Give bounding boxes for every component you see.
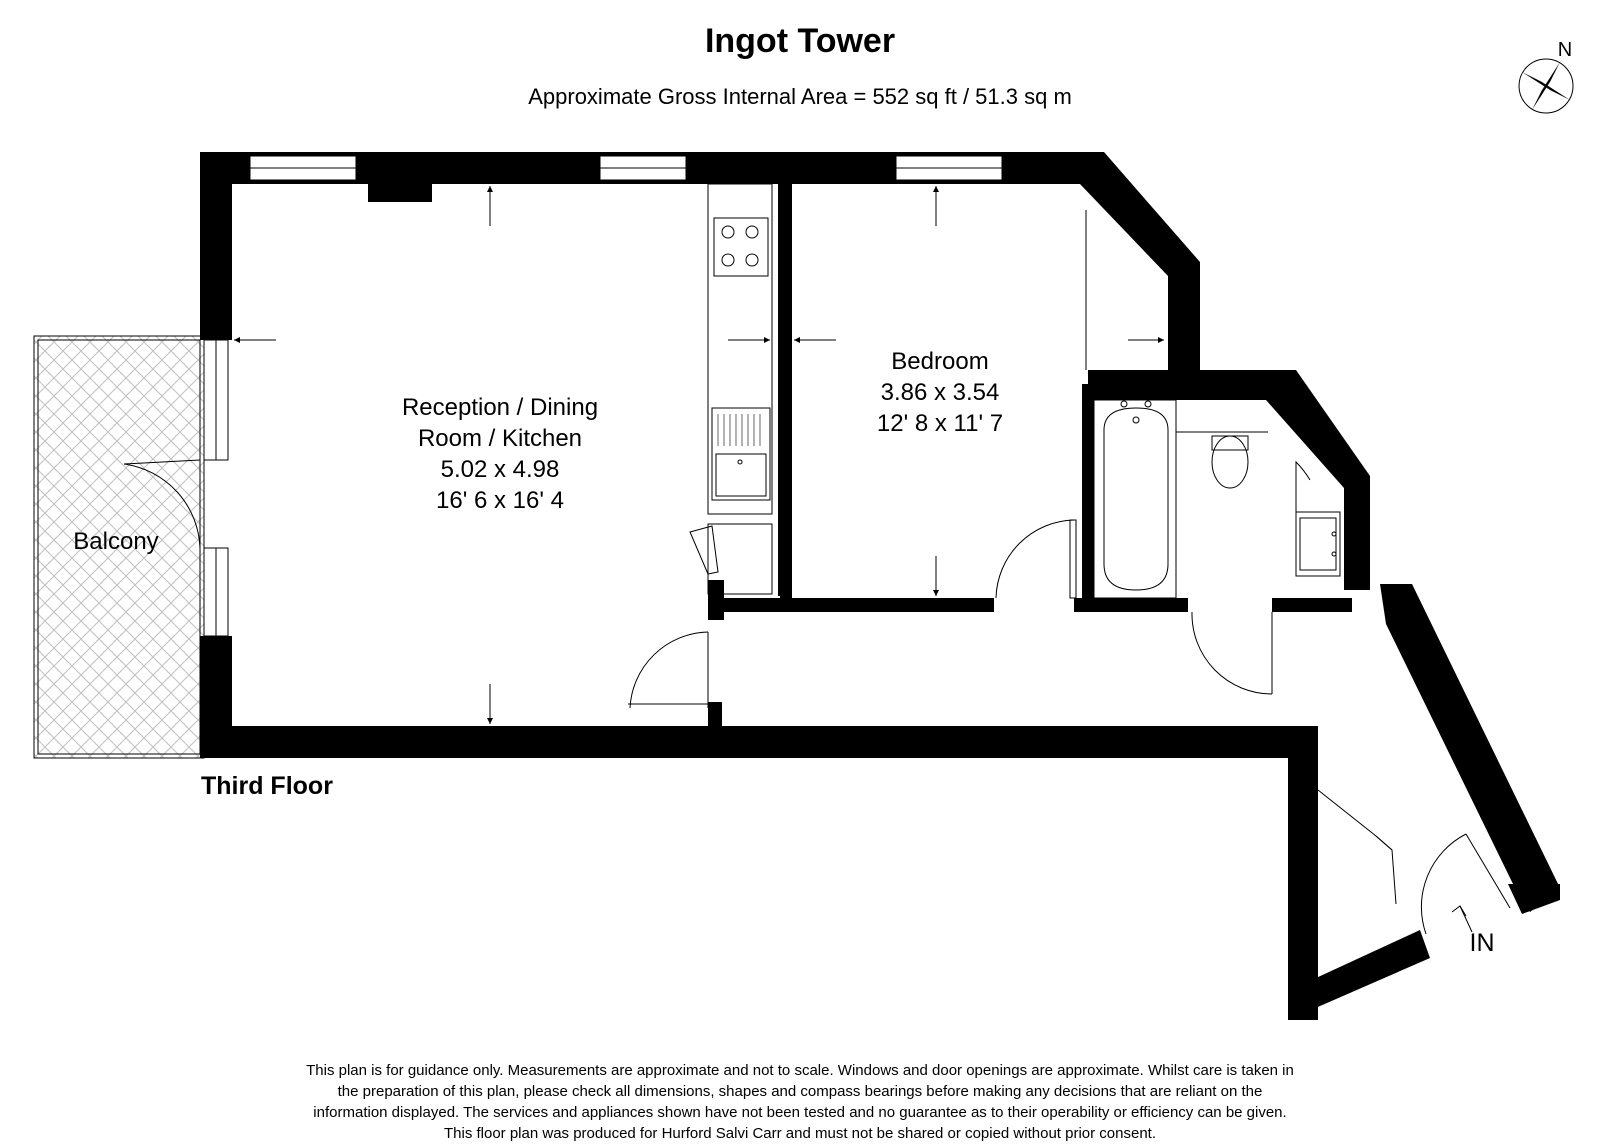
- disclaimer-line-3: information displayed. The services and …: [313, 1104, 1287, 1121]
- kitchen-units: [689, 183, 773, 595]
- plan-title: Ingot Tower: [704, 22, 896, 60]
- entrance-arrow-icon: [1451, 905, 1473, 933]
- disclaimer-line-2: the preparation of this plan, please che…: [337, 1083, 1263, 1100]
- reception-imperial: 16' 6 x 16' 4: [436, 487, 564, 514]
- area-subtitle: Approximate Gross Internal Area = 552 sq…: [528, 84, 1072, 109]
- walls: [200, 152, 1560, 1020]
- bedroom-name: Bedroom: [891, 348, 989, 375]
- bedroom-label: Bedroom 3.86 x 3.54 12' 8 x 11' 7: [820, 346, 1060, 439]
- balcony-label: Balcony: [73, 528, 159, 555]
- windows: [203, 155, 1003, 637]
- disclaimer: This plan is for guidance only. Measurem…: [200, 1060, 1400, 1144]
- entrance-label: IN: [1469, 929, 1495, 957]
- compass-north-label: N: [1557, 39, 1573, 61]
- compass-rose-icon: [1518, 58, 1574, 114]
- reception-metric: 5.02 x 4.98: [440, 456, 560, 483]
- balcony-area: [33, 335, 205, 759]
- doors: [123, 210, 1511, 935]
- bathroom-fittings: [1093, 399, 1341, 599]
- bedroom-metric: 3.86 x 3.54: [880, 379, 1000, 406]
- disclaimer-line-4: This floor plan was produced for Hurford…: [443, 1125, 1157, 1142]
- reception-label: Reception / Dining Room / Kitchen 5.02 x…: [360, 392, 640, 516]
- reception-name-line2: Room / Kitchen: [417, 425, 583, 452]
- reception-name-line1: Reception / Dining: [401, 394, 599, 421]
- disclaimer-line-1: This plan is for guidance only. Measurem…: [306, 1062, 1294, 1079]
- dimension-arrows: [234, 186, 1164, 724]
- floor-label: Third Floor: [201, 772, 333, 800]
- bedroom-imperial: 12' 8 x 11' 7: [876, 410, 1004, 437]
